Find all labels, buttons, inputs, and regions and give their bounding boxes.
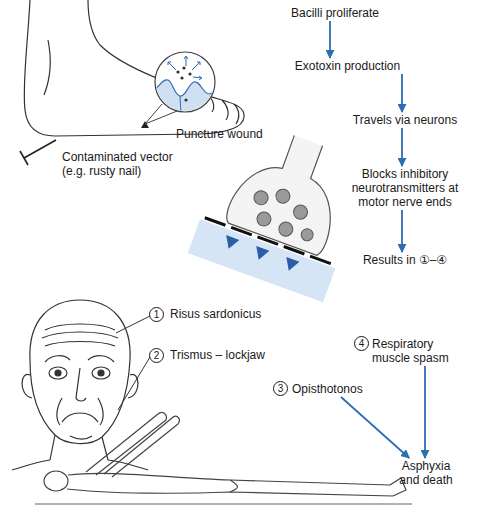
flow-arrow — [401, 210, 403, 252]
nail-symbol — [20, 140, 56, 165]
flow-step: Blocks inhibitory neurotransmitters at m… — [340, 166, 470, 210]
flow-step: Travels via neurons — [350, 112, 460, 128]
flow-arrow — [401, 74, 403, 112]
lens-line — [145, 104, 162, 124]
annotation-label: Puncture wound — [176, 127, 286, 141]
flow-step: Exotoxin production — [285, 58, 410, 74]
flow-step: Respiratory muscle spasm — [372, 336, 472, 366]
flow-step: Opisthotonos — [292, 381, 372, 397]
flow-arrow — [424, 366, 426, 458]
step-text: Asphyxia and death — [395, 459, 457, 487]
leader-line — [118, 357, 150, 410]
flow-step: Results in ①–④ — [360, 252, 450, 268]
step-text: Respiratory muscle spasm — [372, 337, 472, 365]
face-drawing — [12, 300, 148, 470]
step-text: Travels via neurons — [350, 113, 460, 127]
step-text: Bacilli proliferate — [280, 6, 390, 20]
step-text: Blocks inhibitory neurotransmitters at m… — [340, 167, 470, 209]
annotation-label: Contaminated vector (e.g. rusty nail) — [62, 150, 192, 178]
nerve-terminal — [188, 115, 374, 302]
step-text: Opisthotonos — [292, 382, 372, 396]
callout-number: 3 — [273, 381, 288, 396]
annotation-label: Trismus – lockjaw — [170, 348, 300, 362]
foot-drawing — [24, 0, 244, 136]
callout-number: 1 — [149, 307, 164, 322]
step-text: Results in ①–④ — [360, 253, 450, 267]
annotation-label: Risus sardonicus — [170, 307, 290, 321]
step-text: Exotoxin production — [285, 59, 410, 73]
body-drawing — [35, 412, 412, 504]
skin-section — [150, 56, 222, 120]
flow-step: Asphyxia and death — [395, 458, 457, 488]
wound-mark — [141, 121, 149, 128]
magnifier-circle — [155, 52, 215, 112]
lens-line — [145, 98, 209, 124]
flow-arrow — [341, 397, 409, 458]
flow-arrow — [401, 128, 403, 166]
flow-step: Bacilli proliferate — [280, 5, 390, 21]
flow-arrow — [329, 21, 331, 58]
leader-line — [116, 316, 150, 333]
callout-number: 4 — [354, 336, 369, 351]
callout-number: 2 — [149, 348, 164, 363]
